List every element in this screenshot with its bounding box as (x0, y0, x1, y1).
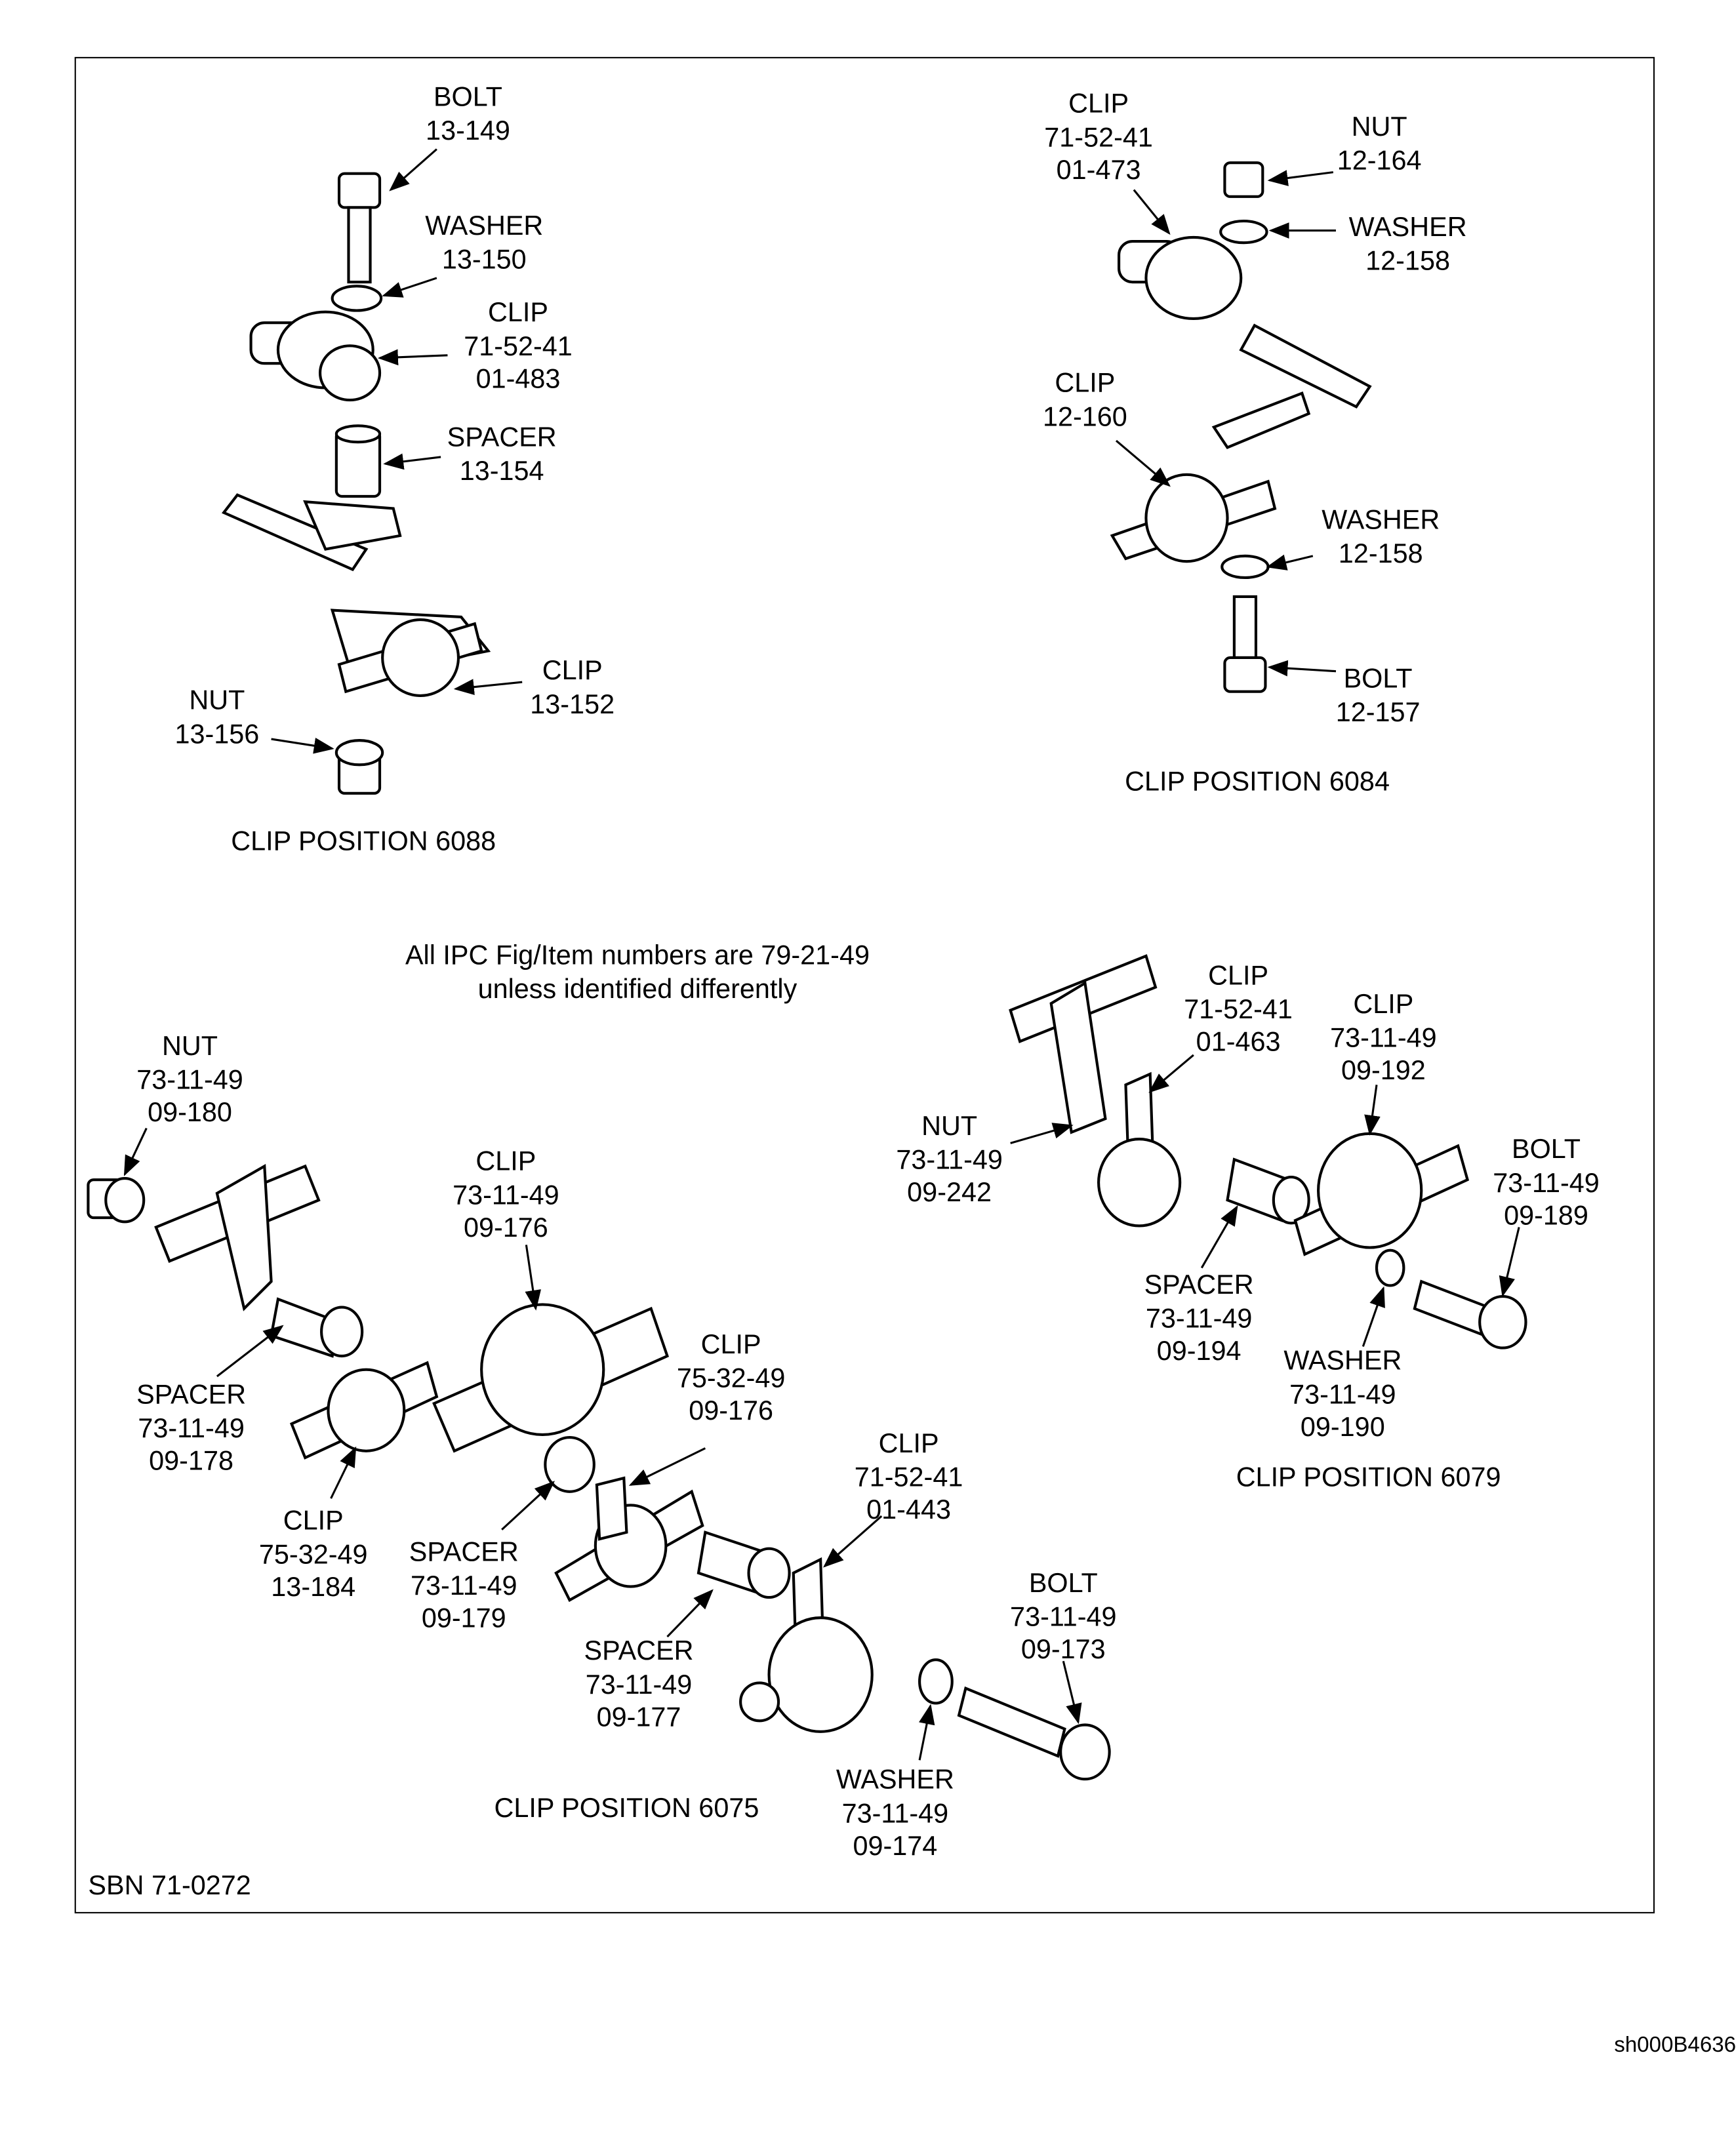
callout-washer-12-158-lower: WASHER 12-158 (1322, 506, 1440, 569)
washer-12-158-part (1219, 220, 1268, 245)
washer-12-158-lower-part (1221, 554, 1270, 580)
callout-spacer-13-154: SPACER 13-154 (447, 423, 557, 487)
caption-clip-position-6088: CLIP POSITION 6088 (231, 827, 496, 857)
washer-13-150-part (331, 285, 383, 312)
spacer-09-179-part (544, 1436, 595, 1493)
callout-clip-75-32-49-09-176: CLIP 75-32-49 09-176 (676, 1330, 786, 1427)
bracket-6075-part (154, 1164, 321, 1311)
bolt-09-173-part (957, 1686, 1111, 1781)
spacer-13-154-part (334, 424, 382, 498)
washer-09-190-part (1375, 1248, 1405, 1287)
clip-01-483-part (249, 310, 382, 402)
callout-nut-12-164: NUT 12-164 (1337, 112, 1422, 176)
callout-clip-13-184: CLIP 75-32-49 13-184 (258, 1506, 368, 1603)
callout-washer-09-174: WASHER 73-11-49 09-174 (836, 1765, 954, 1862)
callout-spacer-09-178: SPACER 73-11-49 09-178 (136, 1380, 247, 1477)
callout-spacer-09-194: SPACER 73-11-49 09-194 (1144, 1270, 1254, 1367)
callout-washer-13-150: WASHER 13-150 (425, 211, 544, 275)
callout-clip-13-152: CLIP 13-152 (530, 656, 615, 720)
leader-arrows (123, 148, 1520, 1761)
callout-clip-01-443: CLIP 71-52-41 01-443 (854, 1429, 963, 1526)
clip-09-176-big-part (432, 1303, 670, 1453)
callout-nut-09-180: NUT 73-11-49 09-180 (136, 1031, 243, 1128)
nut-09-180-part (87, 1177, 146, 1224)
bolt-09-189-part (1413, 1279, 1527, 1349)
spacer-09-177-part (696, 1530, 791, 1599)
nut-12-164-part (1223, 161, 1264, 198)
nut-13-156-part (334, 739, 384, 795)
callout-clip-01-473: CLIP 71-52-41 01-473 (1044, 89, 1153, 186)
callout-nut-09-242: NUT 73-11-49 09-242 (896, 1111, 1003, 1208)
figure-frame (74, 56, 1655, 1913)
spacer-09-178-part (270, 1297, 364, 1358)
clip-01-473-part (1118, 235, 1372, 450)
bracket-6079-part (1009, 954, 1158, 1134)
spacer-09-194-part (1226, 1157, 1310, 1225)
clip-09-176-mid-part (554, 1476, 704, 1603)
sheet-id: sh000B4636 (1614, 2034, 1736, 2058)
callout-nut-13-156: NUT 13-156 (174, 686, 260, 749)
sbn-reference: SBN 71-0272 (88, 1871, 251, 1902)
callout-bolt-09-173: BOLT 73-11-49 09-173 (1010, 1568, 1117, 1666)
callout-clip-01-483: CLIP 71-52-41 01-483 (464, 298, 573, 395)
callout-washer-09-190: WASHER 73-11-49 09-190 (1283, 1346, 1402, 1443)
callout-clip-01-463: CLIP 71-52-41 01-463 (1184, 961, 1293, 1058)
callout-bolt-09-189: BOLT 73-11-49 09-189 (1493, 1134, 1600, 1231)
callout-clip-12-160: CLIP 12-160 (1043, 369, 1127, 432)
bracket-6088-part (221, 493, 491, 697)
clip-09-192-part (1293, 1132, 1470, 1256)
washer-09-174-part (918, 1658, 954, 1705)
caption-clip-position-6079: CLIP POSITION 6079 (1236, 1463, 1501, 1493)
bolt-13-149-part (337, 172, 382, 284)
callout-bolt-13-149: BOLT 13-149 (426, 83, 510, 146)
callout-spacer-09-177: SPACER 73-11-49 09-177 (584, 1637, 694, 1733)
caption-clip-position-6084: CLIP POSITION 6084 (1125, 767, 1390, 797)
clip-01-443-part (739, 1557, 874, 1733)
bolt-12-157-part (1223, 595, 1267, 693)
callout-clip-09-176-large: CLIP 73-11-49 09-176 (453, 1147, 559, 1244)
callout-clip-09-192: CLIP 73-11-49 09-192 (1330, 989, 1437, 1087)
callout-washer-12-158-upper: WASHER 12-158 (1348, 212, 1467, 276)
callout-spacer-09-179: SPACER 73-11-49 09-179 (409, 1538, 519, 1634)
clip-01-463-part (1097, 1071, 1182, 1228)
clip-12-160-part (1110, 473, 1277, 563)
ipc-note: All IPC Fig/Item numbers are 79-21-49 un… (405, 941, 870, 1005)
callout-bolt-12-157: BOLT 12-157 (1335, 664, 1421, 728)
caption-clip-position-6075: CLIP POSITION 6075 (494, 1793, 759, 1824)
clip-13-184-part (289, 1361, 439, 1460)
